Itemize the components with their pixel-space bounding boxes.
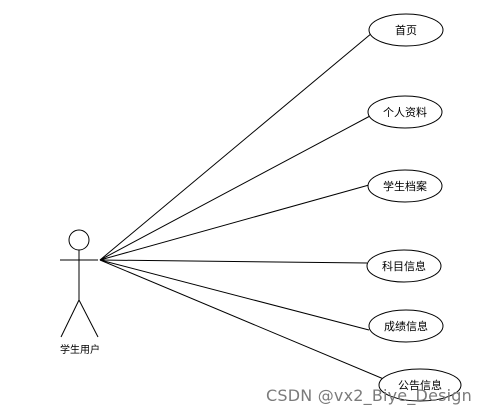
csdn-watermark: CSDN @vx2_Biye_Design xyxy=(266,386,472,405)
use-case-subject-info: 科目信息 xyxy=(366,249,442,283)
use-case-profile: 个人资料 xyxy=(367,95,443,129)
use-case-ellipse xyxy=(368,13,444,47)
use-case-student-archive: 学生档案 xyxy=(367,169,443,203)
use-case-ellipse xyxy=(367,169,443,203)
associations xyxy=(99,32,387,381)
association-line-score-info xyxy=(99,259,370,331)
actor-left-leg xyxy=(60,299,80,338)
use-case-ellipse xyxy=(378,368,462,402)
use-case-label: 公告信息 xyxy=(398,378,442,392)
association-line-student-archive xyxy=(99,184,370,261)
use-case-ellipse xyxy=(367,95,443,129)
use-case-home: 首页 xyxy=(368,13,444,47)
use-case-label: 个人资料 xyxy=(383,105,427,119)
association-line-subject-info xyxy=(99,259,368,264)
use-case-label: 成绩信息 xyxy=(384,319,428,333)
actor-head xyxy=(68,229,90,251)
use-case-label: 学生档案 xyxy=(383,179,427,193)
use-case-score-info: 成绩信息 xyxy=(368,309,444,343)
use-case-notice-info: 公告信息 xyxy=(378,368,462,402)
association-line-home xyxy=(99,32,373,261)
association-line-profile xyxy=(99,115,371,261)
use-case-ellipse xyxy=(366,249,442,283)
use-case-label: 科目信息 xyxy=(382,259,426,273)
actor-student-user: 学生用户 xyxy=(60,229,100,356)
actor-label: 学生用户 xyxy=(60,343,100,356)
use-case-ellipse xyxy=(368,309,444,343)
use-case-label: 首页 xyxy=(395,23,417,37)
association-line-notice-info xyxy=(99,259,387,381)
actor-right-leg xyxy=(78,299,99,338)
